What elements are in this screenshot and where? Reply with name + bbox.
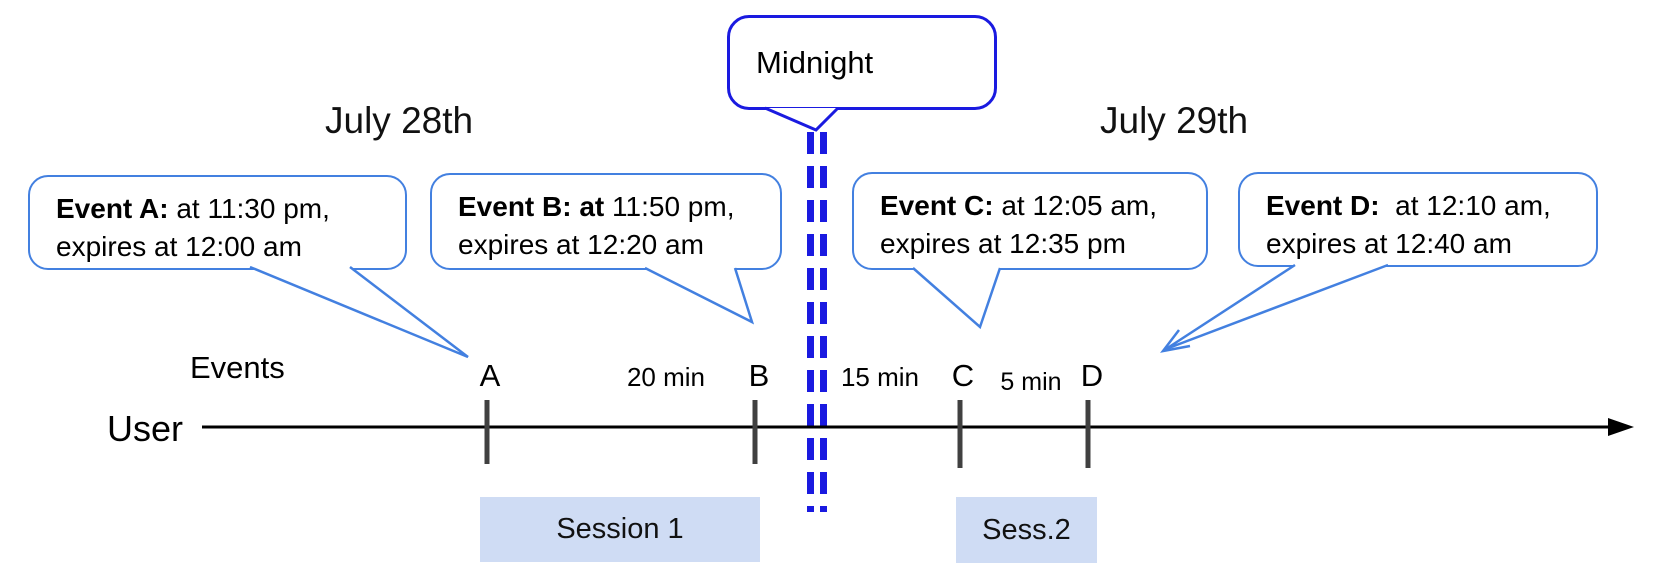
event-b-callout: Event B: at 11:50 pm, expires at 12:20 am xyxy=(430,173,782,270)
date-july-28: July 28th xyxy=(325,100,474,141)
timeline-arrowhead-icon xyxy=(1608,418,1634,436)
session-2-label: Sess.2 xyxy=(982,513,1071,546)
session-1-box: Session 1 xyxy=(480,497,760,562)
event-d-callout: Event D: at 12:10 am, expires at 12:40 am xyxy=(1238,172,1598,267)
interval-15min-label: 15 min xyxy=(840,362,920,392)
event-a-callout-tail xyxy=(249,265,469,359)
midnight-callout: Midnight xyxy=(727,15,997,110)
interval-5min-label: 5 min xyxy=(1000,368,1062,396)
tick-label-c: C xyxy=(951,358,975,393)
event-b-callout-tail xyxy=(644,266,755,325)
user-row-label: User xyxy=(107,408,184,449)
event-d-expiry: expires at 12:40 am xyxy=(1266,228,1512,259)
event-c-callout-tail xyxy=(912,267,1002,330)
event-d-tail-arrowhead-icon xyxy=(1160,329,1191,353)
event-a-expiry: expires at 12:00 am xyxy=(56,231,302,262)
event-a-title: Event A: xyxy=(56,193,169,224)
date-july-29: July 29th xyxy=(1100,100,1249,141)
tick-label-b: B xyxy=(748,358,770,393)
event-c-text: Event C: at 12:05 am, expires at 12:35 pm xyxy=(854,174,1206,263)
event-d-callout-tail xyxy=(1165,263,1389,351)
event-c-title: Event C: xyxy=(880,190,994,221)
events-row-label: Events xyxy=(190,350,285,385)
event-b-expiry: expires at 12:20 am xyxy=(458,229,704,260)
event-c-time: at 12:05 am, xyxy=(993,190,1158,221)
event-c-callout: Event C: at 12:05 am, expires at 12:35 pm xyxy=(852,172,1208,270)
session-1-label: Session 1 xyxy=(556,513,684,545)
midnight-callout-tail xyxy=(764,106,840,132)
event-a-text: Event A: at 11:30 pm, expires at 12:00 am xyxy=(30,177,405,266)
midnight-label: Midnight xyxy=(756,45,874,80)
interval-20min-label: 20 min xyxy=(626,362,706,392)
event-b-text: Event B: at 11:50 pm, expires at 12:20 am xyxy=(432,175,780,264)
event-d-title: Event D: xyxy=(1266,190,1380,221)
event-c-expiry: expires at 12:35 pm xyxy=(880,228,1126,259)
event-d-time: at 12:10 am, xyxy=(1379,190,1551,221)
session-2-box: Sess.2 xyxy=(956,497,1097,563)
tick-label-a: A xyxy=(479,358,501,393)
event-a-time: at 11:30 pm, xyxy=(168,193,330,224)
event-d-text: Event D: at 12:10 am, expires at 12:40 am xyxy=(1240,174,1596,263)
event-b-time: 11:50 pm, xyxy=(604,191,735,222)
tick-label-d: D xyxy=(1080,358,1104,393)
event-b-title: Event B: at xyxy=(458,191,605,222)
event-a-callout: Event A: at 11:30 pm, expires at 12:00 am xyxy=(28,175,407,270)
